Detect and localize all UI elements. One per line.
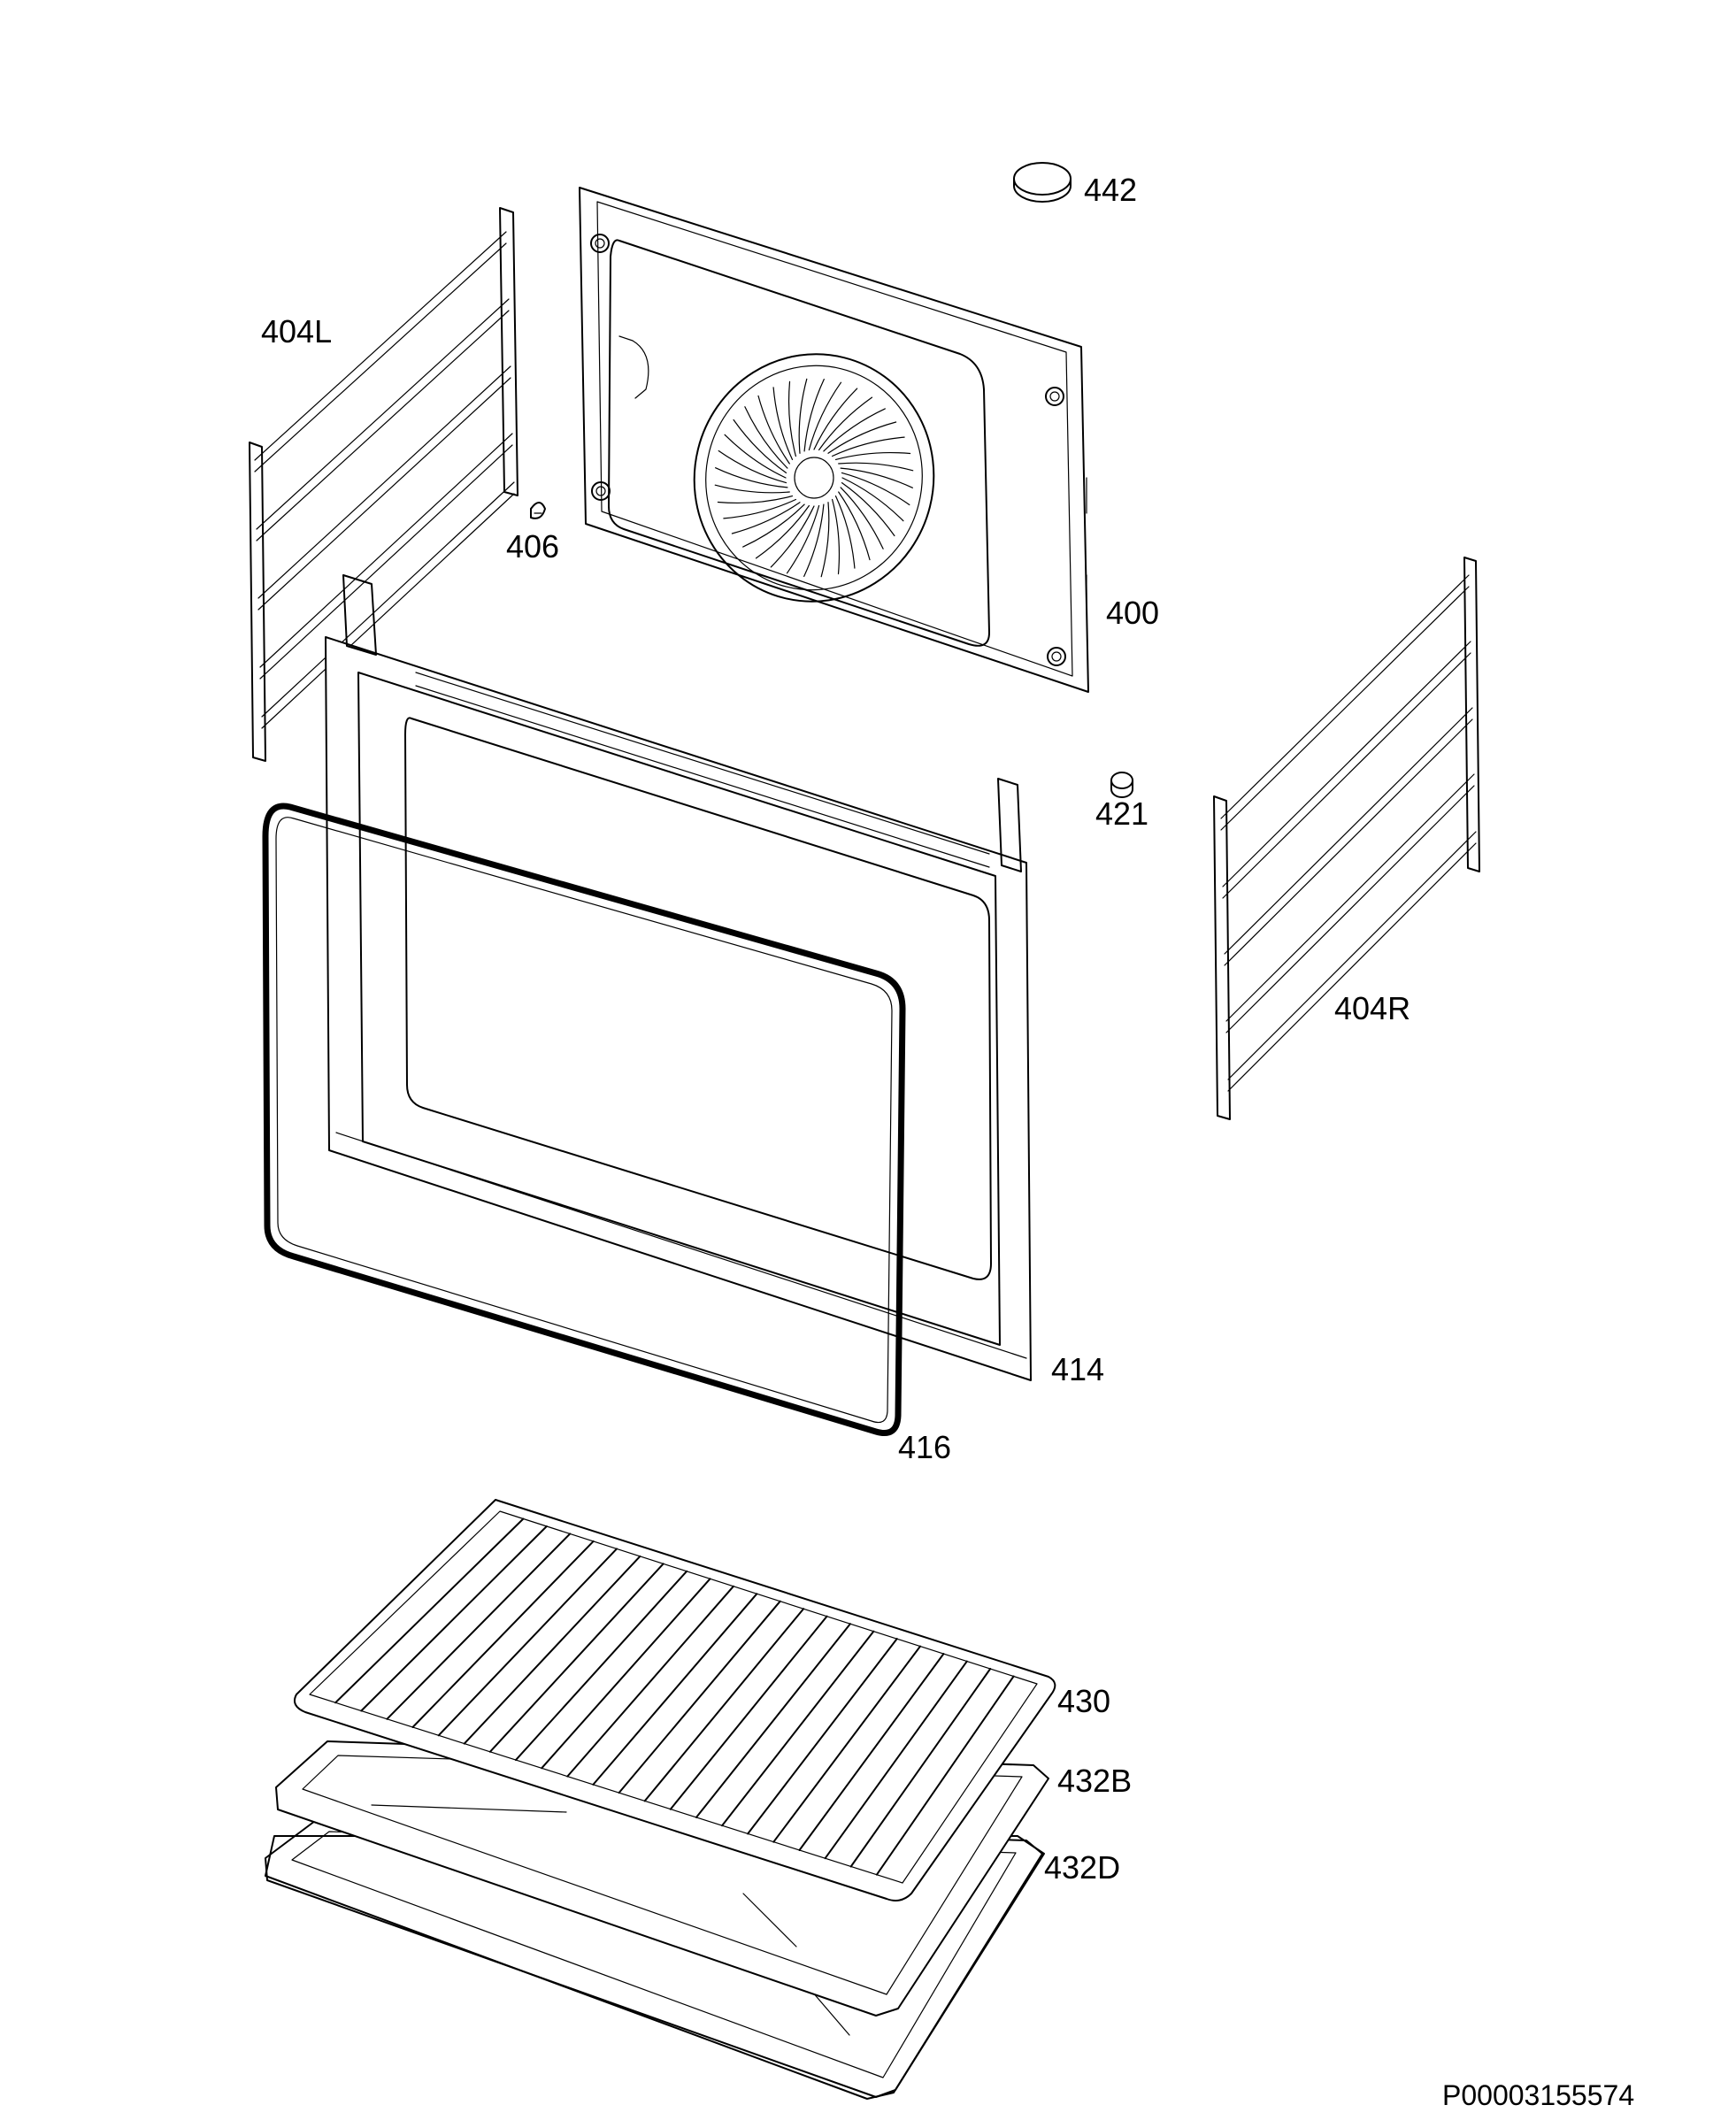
rack-wire [515,1570,688,1762]
rack-wire [411,1540,595,1728]
rack-wire [669,1615,828,1810]
label-404L: 404L [261,313,333,350]
part-406-clip [530,502,546,519]
fan-slot [840,467,913,488]
label-432B: 432B [1057,1763,1133,1799]
fan-slot [832,498,841,575]
rack-wire [695,1623,851,1818]
rack-wire [541,1578,711,1770]
fan-slot [838,491,871,561]
part-421-fastener [1110,772,1133,798]
fan-slot [838,462,914,472]
rack-wire [566,1585,734,1778]
label-421: 421 [1095,795,1149,832]
fan-slot [744,406,788,469]
fan-slot [818,396,873,451]
fan-slot [733,419,787,473]
fan-slot [832,436,905,457]
rack-wire [488,1563,664,1753]
label-406: 406 [506,528,560,565]
fan-slot [840,487,884,549]
label-414: 414 [1051,1351,1105,1387]
rack-wire [721,1630,875,1827]
fan-slot [742,503,805,548]
rack-wire [463,1555,641,1745]
rack-wire [747,1638,898,1835]
label-416: 416 [898,1429,952,1465]
fan-slot [834,451,911,460]
part-400-back-panel [579,187,1089,693]
rack-wire [592,1593,758,1786]
fan-slot [841,477,904,522]
fan-slot [724,434,787,479]
part-416-door-seal [262,803,906,1436]
fan-slot [820,502,830,578]
label-442: 442 [1084,172,1138,208]
rack-wire [386,1533,572,1720]
part-414-inner-frame [325,574,1032,1381]
label-400: 400 [1106,595,1160,631]
fan-slot [770,505,815,568]
part-404L-left-shelf-support [249,207,518,762]
rack-wire [824,1660,968,1860]
part-430-wire-rack [294,1499,1056,1901]
fan-slot [718,449,787,484]
part-442-cap [1013,162,1072,203]
fan-slot [823,408,886,452]
label-404R: 404R [1334,990,1411,1026]
fan-slot [714,484,790,494]
rack-wire [798,1653,945,1851]
fan-slot [715,467,788,488]
fan-slot [787,380,796,457]
rack-wire [875,1675,1015,1876]
rack-wire [849,1668,992,1868]
fan-slot [731,502,801,534]
rack-wire [360,1525,548,1712]
document-number: P00003155574 [1442,2079,1635,2111]
fan-slot [813,388,858,450]
fan-slot [841,472,910,506]
fan-slot [723,498,796,519]
fan-slot [808,381,842,451]
fan-slot [772,387,794,460]
fan-slot [757,395,790,465]
fan-slot [786,504,820,574]
rack-wire [437,1548,618,1737]
rack-wire [772,1645,921,1843]
fan-slot [755,504,810,559]
rack-wire [334,1517,525,1704]
fan-slot [834,496,856,569]
rack-wire [643,1608,805,1802]
rack-wire [618,1600,781,1794]
part-404R-right-shelf-support [1213,557,1480,1120]
fan-slot [798,378,808,454]
fan-slot [803,379,825,452]
fan-slot [803,503,825,577]
label-432D: 432D [1044,1849,1121,1886]
fan-slot [827,421,897,454]
fan-slot [717,496,794,504]
label-430: 430 [1057,1683,1111,1719]
fan-slot [841,482,895,537]
